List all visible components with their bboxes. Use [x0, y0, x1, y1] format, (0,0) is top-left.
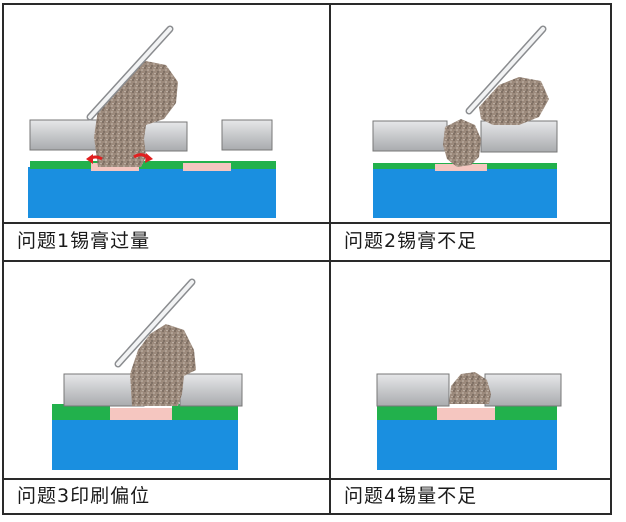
- solder-mask: [52, 404, 110, 420]
- solder-paste: [94, 61, 178, 167]
- stencil: [179, 373, 243, 407]
- substrate: [373, 167, 557, 218]
- stencil: [484, 373, 562, 407]
- caption-panel-2: 问题2锡膏不足: [344, 230, 478, 252]
- stencil: [221, 119, 273, 151]
- stencil: [480, 120, 558, 153]
- grid-divider-h1: [4, 222, 610, 224]
- solder-paste: [443, 119, 481, 167]
- illustration-excess-paste: [28, 25, 276, 218]
- stencil: [29, 119, 98, 151]
- panel-2: 问题2锡膏不足: [331, 5, 610, 258]
- substrate: [377, 418, 557, 470]
- caption-panel-3: 问题3印刷偏位: [17, 485, 151, 507]
- grid-divider-vertical: [329, 5, 331, 513]
- solder-paste: [479, 77, 549, 125]
- panel-1: 问题1锡膏过量: [4, 5, 329, 258]
- pad: [437, 408, 495, 420]
- solder-paste: [130, 324, 196, 406]
- caption-panel-4: 问题4锡量不足: [344, 485, 478, 507]
- substrate: [28, 167, 276, 218]
- grid-divider-h2: [4, 260, 610, 262]
- illustration-print-offset: [52, 278, 243, 470]
- substrate: [52, 418, 238, 470]
- grid-divider-h3: [4, 478, 610, 480]
- illustration-insufficient-paste: [372, 25, 558, 218]
- stencil: [372, 120, 448, 152]
- panel-3: 问题3印刷偏位: [4, 262, 329, 513]
- solder-mask: [495, 404, 557, 420]
- pad: [110, 408, 172, 420]
- solder-paste: [449, 372, 491, 404]
- solder-mask: [30, 161, 276, 169]
- pad: [183, 163, 231, 171]
- illustration-low-solder-volume: [376, 372, 562, 470]
- panel-4: 问题4锡量不足: [331, 262, 610, 513]
- stencil: [141, 121, 188, 152]
- figure-grid: 问题1锡膏过量 问题2锡膏不足 问题3印刷偏位: [2, 3, 612, 515]
- stencil: [376, 373, 450, 407]
- solder-mask: [172, 404, 238, 420]
- caption-panel-1: 问题1锡膏过量: [17, 230, 151, 252]
- solder-mask: [377, 404, 437, 420]
- pad: [435, 164, 487, 171]
